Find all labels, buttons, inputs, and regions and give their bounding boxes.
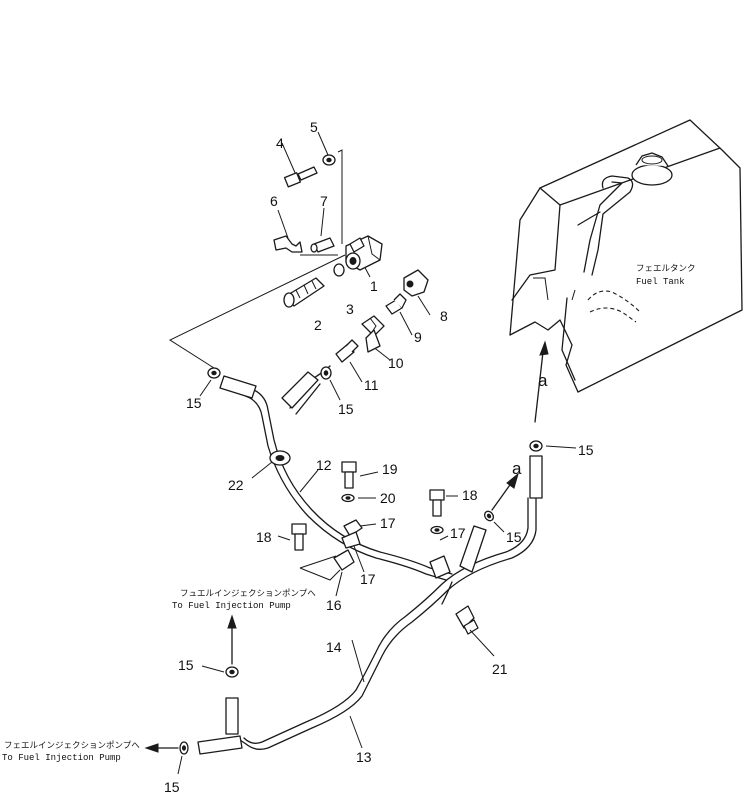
pump-label-lower-jp: フェエルインジェクションポンプへ [4, 741, 140, 751]
callout-13: 13 [356, 749, 372, 765]
part-15-washer-f [179, 741, 189, 755]
callout-3: 3 [346, 301, 354, 317]
connector-a-tank [534, 340, 549, 423]
part-15-washer-a [207, 367, 221, 379]
arrow-to-pump-lower [144, 743, 179, 753]
callout-8: 8 [440, 308, 448, 324]
callout-18-a: 18 [256, 529, 272, 545]
pump-label-lower-en: To Fuel Injection Pump [2, 753, 121, 763]
callout-7: 7 [320, 193, 328, 209]
callout-15-f: 15 [164, 779, 180, 794]
connector-a-hose [491, 472, 519, 511]
part-17-clamp-right [430, 525, 444, 535]
leader-12 [299, 469, 319, 493]
callout-5: 5 [310, 119, 318, 135]
part-7-fitting [310, 237, 335, 253]
callout-1: 1 [370, 278, 378, 294]
part-12-hose [219, 365, 453, 581]
callout-21: 21 [492, 661, 508, 677]
part-17-clamp-upper [341, 519, 363, 549]
part-16-bracket [299, 549, 355, 581]
leader-15-a [199, 379, 212, 397]
leader-15-f [177, 755, 183, 775]
callout-11: 11 [364, 377, 379, 393]
leader-16 [335, 571, 343, 597]
leader-15-e [201, 665, 225, 673]
part-15-washer-d [483, 510, 495, 522]
part-15-washer-e [225, 666, 239, 678]
callout-4: 4 [276, 135, 284, 151]
part-18-bolt-right [429, 489, 445, 517]
callout-14: 14 [326, 639, 342, 655]
callout-9: 9 [414, 329, 422, 345]
leader-15-c [545, 445, 577, 449]
leader-14 [351, 639, 365, 683]
callout-15-e: 15 [178, 657, 194, 673]
part-1-valve-body [345, 235, 383, 271]
leader-15-d [493, 521, 505, 533]
callout-2: 2 [314, 317, 322, 333]
part-13-14-hose [197, 455, 543, 755]
part-9-nipple [385, 293, 407, 315]
callout-19: 19 [382, 461, 398, 477]
callout-17-b: 17 [360, 571, 376, 587]
fuel-tank [509, 119, 743, 393]
callout-12: 12 [316, 457, 332, 473]
leader-19 [359, 471, 379, 477]
leader-17-a [359, 523, 377, 527]
part-11-joint [335, 339, 359, 363]
leader-21 [469, 629, 495, 657]
pump-label-upper-jp: フュエルインジェクションポンプへ [180, 589, 316, 599]
leader-15-b [329, 379, 341, 401]
part-8-fitting [403, 269, 429, 297]
part-5-washer [322, 154, 336, 166]
part-10-cock [361, 315, 385, 353]
pump-label-upper-en: To Fuel Injection Pump [172, 601, 291, 611]
part-3-o-ring [333, 263, 345, 277]
leader-17-b [353, 545, 365, 573]
connector-a-tank-label: a [538, 371, 548, 390]
callout-15-d: 15 [506, 529, 522, 545]
part-15-washer-b [320, 366, 332, 380]
part-18-bolt-left [291, 523, 307, 551]
callout-6: 6 [270, 193, 278, 209]
part-21-fitting [455, 605, 479, 635]
callout-16: 16 [326, 597, 342, 613]
part-4-bolt [283, 166, 318, 188]
leader-17-c [439, 535, 449, 541]
leader-18-a [277, 535, 291, 541]
leader-13 [349, 715, 363, 749]
callout-22: 22 [228, 477, 244, 493]
part-22-grommet [269, 450, 291, 466]
callout-18-b: 18 [462, 487, 478, 503]
fuel-tank-label-en: Fuel Tank [636, 277, 685, 287]
callout-15-a: 15 [186, 395, 202, 411]
connector-a-hose-label: a [512, 459, 522, 478]
arrow-to-pump-upper [227, 614, 237, 665]
callout-20: 20 [380, 490, 396, 506]
callout-17-c: 17 [450, 525, 466, 541]
part-15-washer-c [529, 440, 543, 452]
part-2-filter-element [283, 277, 325, 308]
callout-15-b: 15 [338, 401, 354, 417]
part-19-bolt [341, 461, 357, 489]
callout-17-a: 17 [380, 515, 396, 531]
fuel-tank-label-jp: フェエルタンク [636, 264, 696, 274]
leader-22 [251, 461, 273, 479]
leader-lines-top [168, 131, 431, 383]
callout-10: 10 [388, 355, 404, 371]
part-6-elbow [273, 235, 303, 253]
callout-15-c: 15 [578, 442, 594, 458]
part-20-washer [341, 493, 355, 503]
